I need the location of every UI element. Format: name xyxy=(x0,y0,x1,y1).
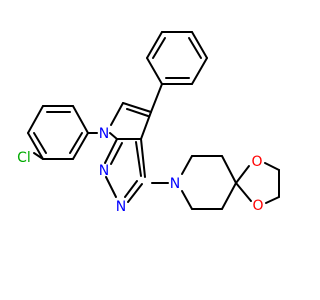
bond xyxy=(181,155,193,175)
atom-label-o-bottom: O xyxy=(252,198,263,214)
bond xyxy=(110,102,124,126)
bond xyxy=(69,132,83,154)
atom-label-n-pyrrole: N xyxy=(99,126,109,142)
bond xyxy=(104,138,118,164)
bond xyxy=(152,37,166,59)
bond xyxy=(181,190,193,210)
bond xyxy=(126,108,149,117)
bond xyxy=(33,152,44,160)
bond xyxy=(150,83,163,113)
bond xyxy=(122,102,152,113)
bond xyxy=(221,182,237,210)
bond xyxy=(264,162,280,171)
bond xyxy=(109,132,118,140)
atom-label-n-pyrimidine-1: N xyxy=(99,163,109,179)
atom-labels: N N N N O O Cl xyxy=(17,126,263,215)
bond xyxy=(146,31,163,59)
molecule-diagram: N N N N O O Cl xyxy=(17,31,280,215)
bonds xyxy=(27,31,280,210)
bond xyxy=(27,132,44,160)
bond xyxy=(110,142,123,165)
bond xyxy=(72,132,89,160)
structure-drawing: N N N N O O Cl xyxy=(17,31,280,215)
bond xyxy=(140,138,146,178)
atom-label-o-top: O xyxy=(251,154,262,170)
atom-label-n-piperidine: N xyxy=(170,176,180,192)
bond xyxy=(146,57,163,85)
atom-label-chlorine: Cl xyxy=(17,150,31,166)
bond xyxy=(191,57,208,85)
atom-label-n-pyrimidine-2: N xyxy=(116,199,126,215)
bond xyxy=(140,111,152,140)
bond xyxy=(27,105,44,134)
bond xyxy=(124,180,138,198)
bond xyxy=(221,155,237,184)
bond xyxy=(105,176,117,198)
bond xyxy=(235,182,252,202)
bond xyxy=(135,141,142,177)
bond xyxy=(33,132,47,154)
bond xyxy=(127,183,143,203)
bond xyxy=(72,105,89,134)
bond xyxy=(265,196,280,204)
bond xyxy=(235,165,250,184)
bond xyxy=(191,31,208,59)
bond xyxy=(188,37,202,59)
